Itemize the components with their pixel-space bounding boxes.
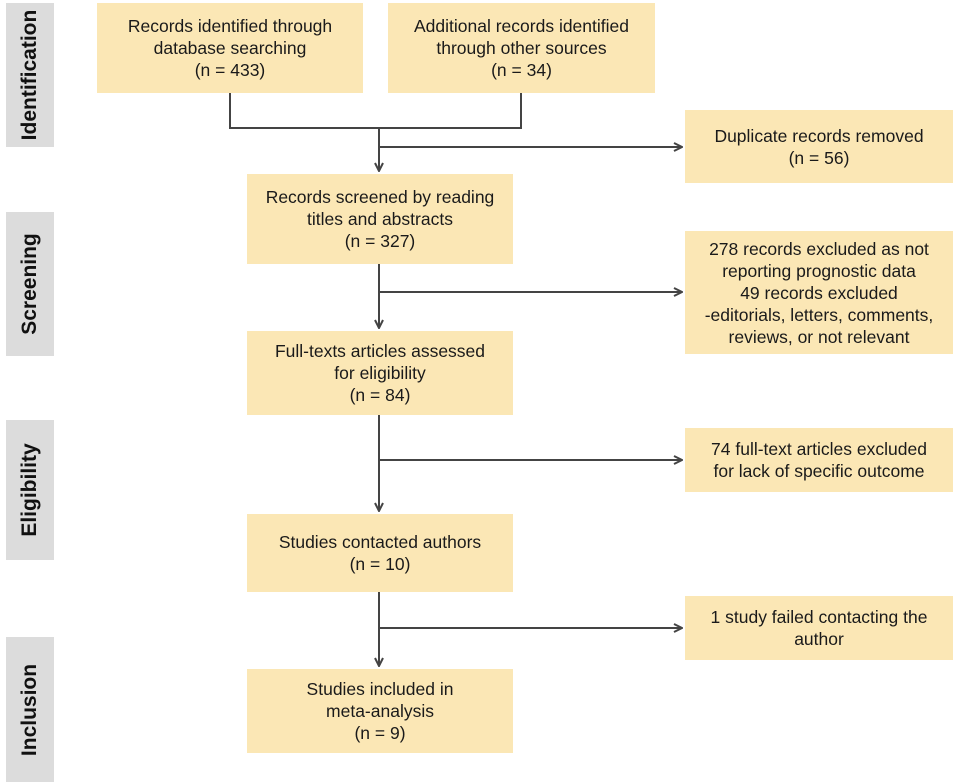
box-line: meta-analysis bbox=[326, 701, 434, 721]
box-line: Records identified through bbox=[127, 16, 333, 36]
merge-connector bbox=[229, 93, 522, 129]
box-line: for eligibility bbox=[334, 363, 426, 383]
box-duplicates-removed: Duplicate records removed (n = 56) bbox=[685, 110, 953, 183]
stage-identification: Identification bbox=[6, 3, 54, 147]
box-fulltext-assessed: Full-texts articles assessed for eligibi… bbox=[247, 331, 513, 415]
stage-inclusion: Inclusion bbox=[6, 637, 54, 782]
box-line: 49 records excluded bbox=[740, 282, 898, 303]
box-line: for lack of specific outcome bbox=[713, 461, 925, 481]
box-database-records: Records identified through database sear… bbox=[97, 3, 363, 93]
box-other-sources: Additional records identified through ot… bbox=[388, 3, 655, 93]
box-line: (n = 84) bbox=[349, 385, 411, 405]
box-line: database searching bbox=[153, 38, 307, 58]
box-line: Full-texts articles assessed bbox=[274, 341, 486, 361]
box-line: Duplicate records removed bbox=[714, 125, 924, 146]
box-line: (n = 327) bbox=[344, 231, 416, 251]
box-line: (n = 9) bbox=[354, 723, 406, 743]
box-line: (n = 10) bbox=[349, 554, 411, 574]
box-studies-included: Studies included in meta-analysis (n = 9… bbox=[247, 669, 513, 753]
box-line: Additional records identified bbox=[414, 16, 629, 36]
box-failed-contact: 1 study failed contacting the author bbox=[685, 596, 953, 660]
stage-screening: Screening bbox=[6, 212, 54, 356]
box-line: 74 full-text articles excluded bbox=[711, 439, 927, 459]
box-records-screened: Records screened by reading titles and a… bbox=[247, 174, 513, 264]
box-line: (n = 433) bbox=[194, 60, 266, 80]
box-line: titles and abstracts bbox=[307, 209, 453, 229]
box-line: Records screened by reading bbox=[265, 187, 495, 207]
box-line: -editorials, letters, comments, bbox=[704, 304, 934, 325]
stage-eligibility: Eligibility bbox=[6, 420, 54, 560]
box-line: reviews, or not relevant bbox=[728, 326, 910, 347]
box-line: 278 records excluded as not bbox=[709, 238, 929, 259]
box-excluded-fulltext: 74 full-text articles excluded for lack … bbox=[685, 428, 953, 492]
box-line: (n = 34) bbox=[491, 60, 552, 80]
box-studies-contacted: Studies contacted authors (n = 10) bbox=[247, 514, 513, 592]
box-line: author bbox=[794, 629, 844, 649]
box-line: through other sources bbox=[436, 38, 607, 58]
box-line: Studies contacted authors bbox=[278, 532, 482, 552]
box-line: (n = 56) bbox=[788, 147, 850, 168]
box-excluded-screening: 278 records excluded as not reporting pr… bbox=[685, 231, 953, 354]
box-line: Studies included in bbox=[306, 679, 454, 699]
box-line: reporting prognostic data bbox=[722, 260, 916, 281]
box-line: 1 study failed contacting the bbox=[710, 607, 928, 627]
